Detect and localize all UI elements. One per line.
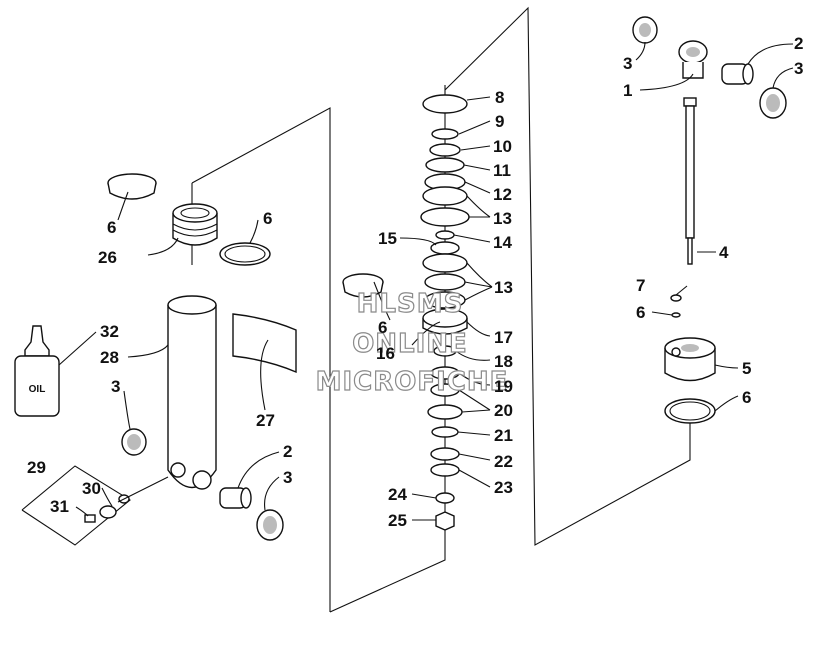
leader-lines bbox=[58, 41, 794, 521]
callout-11: 11 bbox=[493, 161, 511, 180]
oil-bottle-label: OIL bbox=[29, 384, 46, 395]
callout-21: 21 bbox=[494, 426, 513, 445]
watermark-line-2: ONLINE bbox=[352, 329, 468, 359]
label-sheet-27 bbox=[232, 313, 297, 374]
callout-2-left: 2 bbox=[283, 442, 292, 461]
callout-30: 30 bbox=[82, 479, 101, 498]
watermark-line-1: HLSMS bbox=[357, 289, 464, 319]
callout-1: 1 bbox=[623, 81, 632, 100]
callout-14: 14 bbox=[493, 233, 512, 252]
spacer-2-left bbox=[219, 487, 252, 509]
callout-29: 29 bbox=[27, 458, 46, 477]
callout-2-top: 2 bbox=[794, 34, 803, 53]
watermark: HLSMS ONLINE MICROFICHE bbox=[315, 288, 509, 397]
oil-bottle-32: OIL bbox=[14, 325, 60, 417]
callout-13-lower: 13 bbox=[494, 278, 513, 297]
callout-17: 17 bbox=[494, 328, 513, 347]
callout-13-upper: 13 bbox=[493, 209, 512, 228]
callout-3-top: 3 bbox=[623, 54, 632, 73]
callout-15: 15 bbox=[378, 229, 397, 248]
callout-labels: 3 1 2 3 8 9 10 11 12 13 14 15 13 6 26 6 … bbox=[27, 34, 803, 530]
callout-28: 28 bbox=[100, 348, 119, 367]
callout-6-seal-left: 6 bbox=[107, 218, 116, 237]
callout-25: 25 bbox=[388, 511, 407, 530]
eyelet-1 bbox=[678, 40, 708, 79]
callout-20: 20 bbox=[494, 401, 513, 420]
callout-3-lower: 3 bbox=[283, 468, 292, 487]
callout-26: 26 bbox=[98, 248, 117, 267]
spacer-2-right bbox=[721, 63, 754, 85]
callout-6-seal-middle: 6 bbox=[378, 318, 387, 337]
callout-22: 22 bbox=[494, 452, 513, 471]
callout-8: 8 bbox=[495, 88, 504, 107]
callout-31: 31 bbox=[50, 497, 69, 516]
callout-7: 7 bbox=[636, 276, 645, 295]
piston-5 bbox=[664, 337, 716, 382]
shaft-4 bbox=[683, 97, 697, 265]
callout-6-oring-right: 6 bbox=[742, 388, 751, 407]
end-cap-26 bbox=[172, 203, 218, 246]
seal-ring-6-middle bbox=[342, 273, 384, 298]
callout-32: 32 bbox=[100, 322, 119, 341]
callout-10: 10 bbox=[493, 137, 512, 156]
callout-6-oring-left: 6 bbox=[263, 209, 272, 228]
bushing-3-lower bbox=[256, 509, 284, 541]
callout-5: 5 bbox=[742, 359, 751, 378]
valve-assembly-29 bbox=[21, 465, 169, 546]
seal-ring-6-top bbox=[107, 173, 157, 200]
callout-9: 9 bbox=[495, 112, 504, 131]
callout-12: 12 bbox=[493, 185, 512, 204]
o-ring-6-right bbox=[664, 398, 716, 424]
bushing-3-left bbox=[121, 428, 147, 456]
callout-18: 18 bbox=[494, 352, 513, 371]
callout-3-right: 3 bbox=[794, 59, 803, 78]
callout-16: 16 bbox=[376, 344, 395, 363]
cylinder-body-group: OIL bbox=[14, 173, 297, 546]
bushing-3-right bbox=[759, 87, 787, 119]
cylinder-28 bbox=[167, 295, 217, 490]
callout-19: 19 bbox=[494, 377, 513, 396]
callout-27: 27 bbox=[256, 411, 275, 430]
watermark-line-3: MICROFICHE bbox=[316, 367, 509, 397]
callout-6-screw: 6 bbox=[636, 303, 645, 322]
callout-4: 4 bbox=[719, 243, 729, 262]
callout-23: 23 bbox=[494, 478, 513, 497]
screw-7 bbox=[670, 294, 682, 318]
valve-stack-group bbox=[342, 94, 470, 531]
bushing-3-top-left bbox=[632, 16, 658, 44]
shaft-group bbox=[632, 16, 787, 424]
callout-24: 24 bbox=[388, 485, 407, 504]
shim-stack bbox=[420, 94, 470, 531]
callout-3-left: 3 bbox=[111, 377, 120, 396]
o-ring-6-left bbox=[219, 242, 271, 266]
